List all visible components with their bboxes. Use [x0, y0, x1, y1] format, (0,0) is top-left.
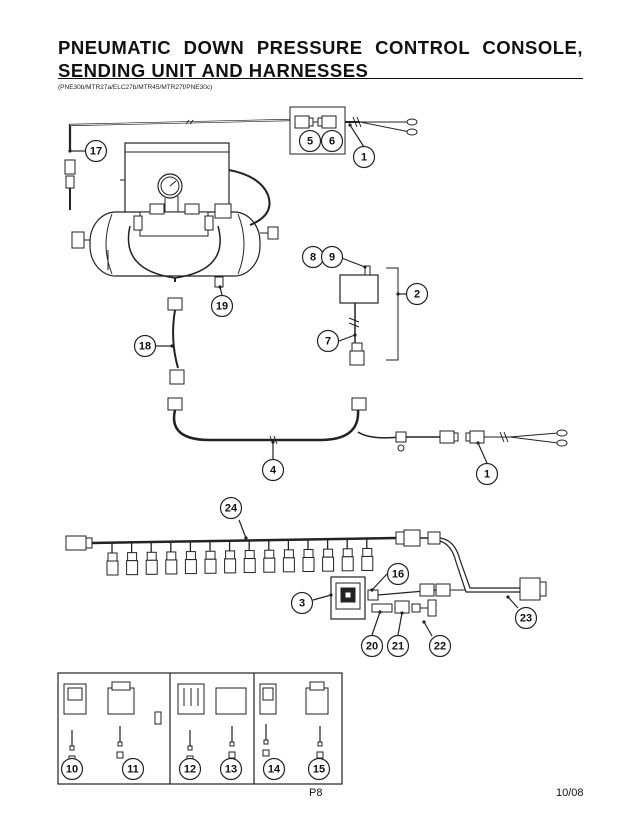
sending-unit-2: [339, 265, 406, 366]
harness-4: [167, 397, 568, 452]
callout-8: 8: [301, 245, 325, 269]
callout-5: 5: [298, 129, 322, 153]
callout-12: 12: [178, 757, 202, 781]
callout-number: 14: [268, 764, 281, 776]
callout-19: 19: [210, 294, 234, 318]
title-rule: [58, 78, 583, 79]
callout-2: 2: [405, 282, 429, 306]
leader-line: [312, 594, 332, 601]
callout-number: 4: [270, 465, 277, 477]
callout-number: 16: [392, 569, 404, 581]
callout-number: 13: [225, 764, 237, 776]
title-line-1: PNEUMATIC DOWN PRESSURE CONTROL CONSOLE,: [58, 37, 583, 58]
title-line-2: SENDING UNIT AND HARNESSES: [58, 60, 369, 81]
leader-line: [371, 573, 388, 591]
callout-1: 1: [352, 145, 376, 169]
leader-line: [477, 442, 488, 464]
callout-number: 11: [127, 764, 139, 776]
callout-7: 7: [316, 329, 340, 353]
leader-line: [371, 611, 381, 636]
leader-line: [397, 612, 403, 636]
callout-4: 4: [261, 458, 285, 482]
callout-24: 24: [219, 496, 243, 520]
harness-18: [167, 297, 185, 385]
leader-line: [349, 124, 365, 148]
callout-10: 10: [60, 757, 84, 781]
callout-9: 9: [320, 245, 344, 269]
callout-21: 21: [386, 634, 410, 658]
harness-23: [435, 537, 547, 601]
page-number: P8: [309, 787, 323, 799]
callout-number: 17: [90, 146, 102, 158]
leader-line: [338, 256, 366, 268]
callout-6: 6: [320, 129, 344, 153]
callout-17: 17: [84, 139, 108, 163]
callout-number: 9: [329, 252, 335, 264]
callout-number: 23: [520, 613, 532, 625]
callout-number: 7: [325, 336, 331, 348]
leader-line: [423, 621, 433, 637]
callout-1-lower: 1: [475, 462, 499, 486]
callout-number: 3: [299, 598, 305, 610]
callout-23: 23: [514, 606, 538, 630]
leader-line: [338, 334, 356, 342]
page-title: PNEUMATIC DOWN PRESSURE CONTROL CONSOLE,…: [58, 36, 583, 82]
leader-line: [507, 596, 519, 609]
callout-number: 24: [225, 503, 238, 515]
leader-line: [238, 519, 247, 539]
callout-11: 11: [121, 757, 145, 781]
callout-number: 8: [310, 252, 316, 264]
module-3: [330, 576, 379, 620]
model-codes: (PNE30b/MTR27a/ELC27b/MTR45/MTR27f/PNE30…: [58, 84, 213, 91]
callout-16: 16: [386, 562, 410, 586]
harness-24: [65, 529, 441, 551]
callout-number: 1: [484, 469, 490, 481]
callout-18: 18: [133, 334, 157, 358]
callout-number: 20: [366, 641, 378, 653]
callout-15: 15: [307, 757, 331, 781]
callout-3: 3: [290, 591, 314, 615]
harness-1-top: [345, 116, 418, 136]
callout-number: 22: [434, 641, 446, 653]
callout-14: 14: [262, 757, 286, 781]
callout-number: 15: [313, 764, 325, 776]
callout-number: 2: [414, 289, 420, 301]
callout-number: 5: [307, 136, 313, 148]
harness-24-drops: [106, 538, 374, 576]
callout-number: 18: [139, 341, 151, 353]
callout-20: 20: [360, 634, 384, 658]
callout-13: 13: [219, 757, 243, 781]
callout-number: 21: [392, 641, 404, 653]
revision-date: 10/08: [556, 787, 584, 799]
callout-number: 12: [184, 764, 196, 776]
callout-number: 6: [329, 136, 335, 148]
callout-number: 1: [361, 152, 367, 164]
callout-22: 22: [428, 634, 452, 658]
parts-16-20-22: [371, 583, 437, 617]
callout-number: 19: [216, 301, 228, 313]
callout-number: 10: [66, 764, 78, 776]
leader-lines: [68, 123, 519, 637]
console-assembly: [64, 118, 291, 288]
